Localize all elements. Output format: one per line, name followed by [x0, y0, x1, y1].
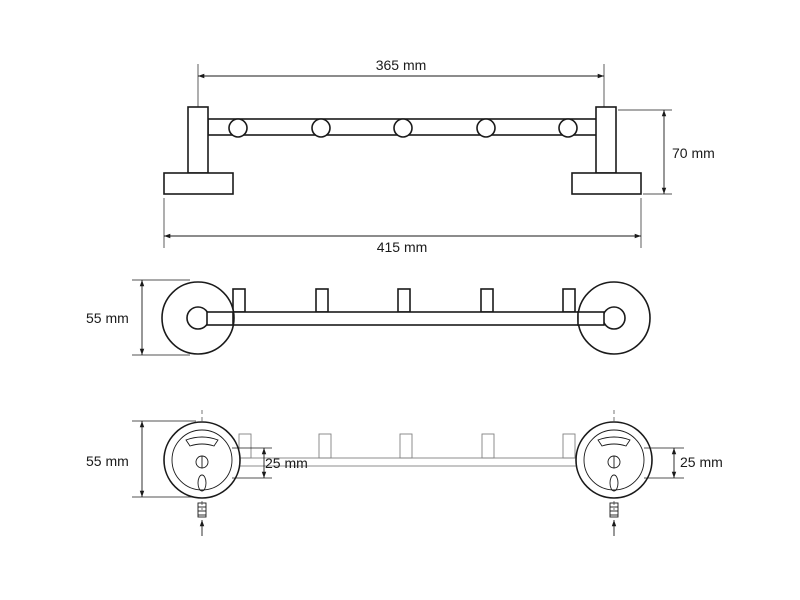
label-hole-right: 25 mm [680, 454, 723, 470]
top-right-bar-stub [577, 311, 605, 326]
dim-depth-top: 55 mm [86, 279, 190, 356]
front-left-base [163, 172, 234, 195]
hook-tab [397, 288, 411, 313]
label-depth-bottom: 55 mm [86, 453, 129, 469]
front-right-post [595, 106, 617, 174]
front-hooks [228, 118, 578, 138]
hook-tab [480, 288, 494, 313]
dim-depth-bottom: 55 mm [86, 420, 196, 498]
dim-inner-width: 365 mm [197, 57, 605, 107]
front-view: 365 mm 70 mm 415 mm [163, 57, 715, 255]
screw-icon [197, 502, 207, 518]
dim-height: 70 mm [618, 109, 715, 195]
top-left-bar-stub [206, 311, 234, 326]
label-hole-left: 25 mm [265, 455, 308, 471]
screw-icon [609, 502, 619, 518]
hook-circle [311, 118, 331, 138]
mount-right: 25 mm [575, 410, 723, 536]
hook-circle [476, 118, 496, 138]
hook-tab [315, 288, 329, 313]
front-right-base [571, 172, 642, 195]
label-inner-width: 365 mm [376, 57, 427, 73]
hook-circle [228, 118, 248, 138]
top-right-pin [602, 306, 626, 330]
mounting-view: 55 mm 25 mm [86, 410, 723, 536]
hook-tab [562, 288, 576, 313]
label-height: 70 mm [672, 145, 715, 161]
label-depth-top: 55 mm [86, 310, 129, 326]
hook-tab [232, 288, 246, 313]
hook-circle [558, 118, 578, 138]
hook-circle [393, 118, 413, 138]
top-view: 55 mm [86, 279, 651, 356]
label-total-width: 415 mm [377, 239, 428, 255]
mount-left: 25 mm [163, 410, 308, 536]
front-left-post [187, 106, 209, 174]
dim-total-width: 415 mm [163, 198, 642, 255]
top-hooks [232, 288, 576, 313]
top-bar [199, 311, 611, 326]
top-left-pin [186, 306, 210, 330]
